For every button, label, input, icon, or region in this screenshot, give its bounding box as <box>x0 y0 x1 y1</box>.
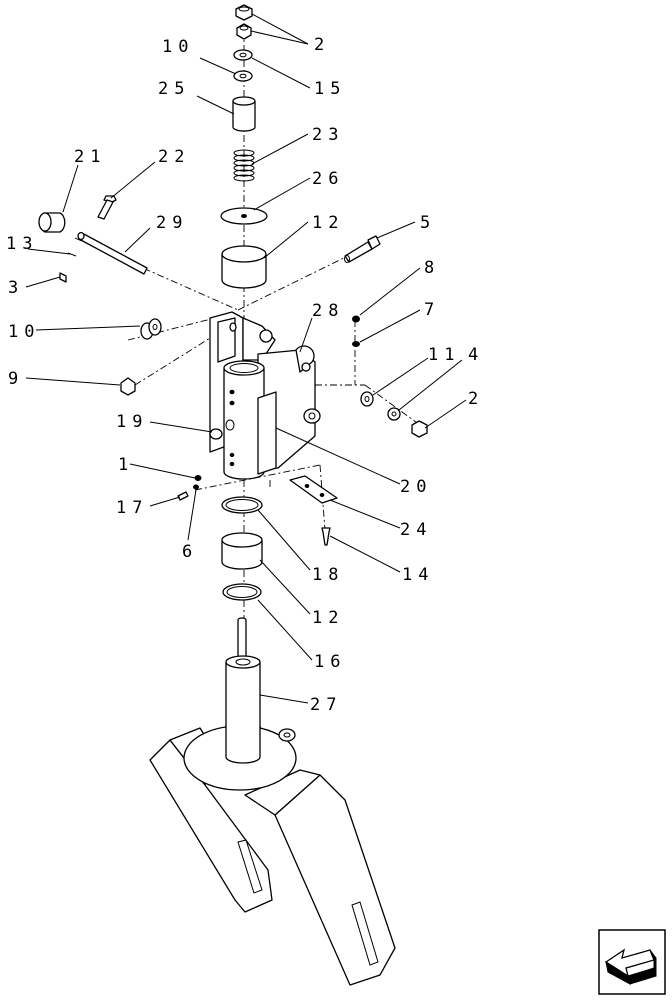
part-6 <box>193 484 199 490</box>
callout-28: 28 <box>312 301 344 321</box>
seal-18 <box>221 496 263 514</box>
callout-4: 4 <box>468 345 484 365</box>
washer-11 <box>360 391 374 407</box>
leader-lines <box>25 13 467 704</box>
callout-29: 29 <box>156 213 188 233</box>
callout-17: 17 <box>116 498 148 518</box>
callout-7: 7 <box>424 300 440 320</box>
bushing-12-lower <box>221 532 263 570</box>
callout-5: 5 <box>420 213 436 233</box>
screw-14 <box>321 527 331 546</box>
part-7 <box>352 341 360 347</box>
caster-fork-27 <box>149 617 396 986</box>
callout-26: 26 <box>312 169 344 189</box>
nut-2-right <box>411 420 428 438</box>
callout-12-upper: 12 <box>312 213 344 233</box>
spring-23 <box>233 149 255 182</box>
part-8 <box>352 315 360 323</box>
callout-12-lower: 12 <box>312 608 344 628</box>
bolt-5 <box>344 235 381 263</box>
callout-1: 1 <box>118 455 134 475</box>
callout-16: 16 <box>314 652 346 672</box>
plate-24 <box>289 475 338 504</box>
callout-15: 15 <box>314 79 346 99</box>
washer-15 <box>233 49 253 61</box>
callout-6: 6 <box>182 542 198 562</box>
washer-10-left <box>140 318 162 340</box>
callout-25: 25 <box>158 79 190 99</box>
callout-22: 22 <box>158 147 190 167</box>
callout-14: 14 <box>402 565 434 585</box>
callout-8: 8 <box>424 258 440 278</box>
sleeve-21 <box>38 212 66 233</box>
bolt-17 <box>177 491 189 501</box>
callout-labels: 2 10 15 25 23 21 22 26 29 13 12 5 3 8 7 … <box>6 35 484 715</box>
callout-11: 11 <box>428 345 460 365</box>
callout-23: 23 <box>312 125 344 145</box>
callout-2-right: 2 <box>468 389 484 409</box>
bushing-12-upper <box>221 245 267 289</box>
callout-24: 24 <box>400 520 432 540</box>
callout-21: 21 <box>74 147 106 167</box>
callout-19: 19 <box>116 412 148 432</box>
washer-10-top <box>233 70 253 82</box>
callout-18: 18 <box>312 565 344 585</box>
nut-9 <box>120 377 136 396</box>
nut-2-second <box>236 23 252 40</box>
callout-27: 27 <box>310 695 342 715</box>
callout-10-top: 10 <box>162 37 194 57</box>
callout-2-top: 2 <box>314 35 330 55</box>
bolt-22 <box>97 195 117 220</box>
callout-13: 13 <box>6 234 38 254</box>
part-1 <box>194 475 202 481</box>
nut-2-top <box>235 4 253 21</box>
ring-16 <box>222 583 262 601</box>
callout-10-left: 10 <box>8 322 40 342</box>
callout-3: 3 <box>8 278 24 298</box>
next-page-arrow-icon[interactable] <box>598 929 666 995</box>
part-3 <box>59 272 67 283</box>
nut-4 <box>387 407 401 421</box>
bushing-25 <box>232 96 256 132</box>
callout-9: 9 <box>8 369 24 389</box>
washer-26 <box>220 207 268 225</box>
callout-20: 20 <box>400 477 432 497</box>
pivot-bracket <box>209 311 321 480</box>
pin-29 <box>77 231 148 275</box>
